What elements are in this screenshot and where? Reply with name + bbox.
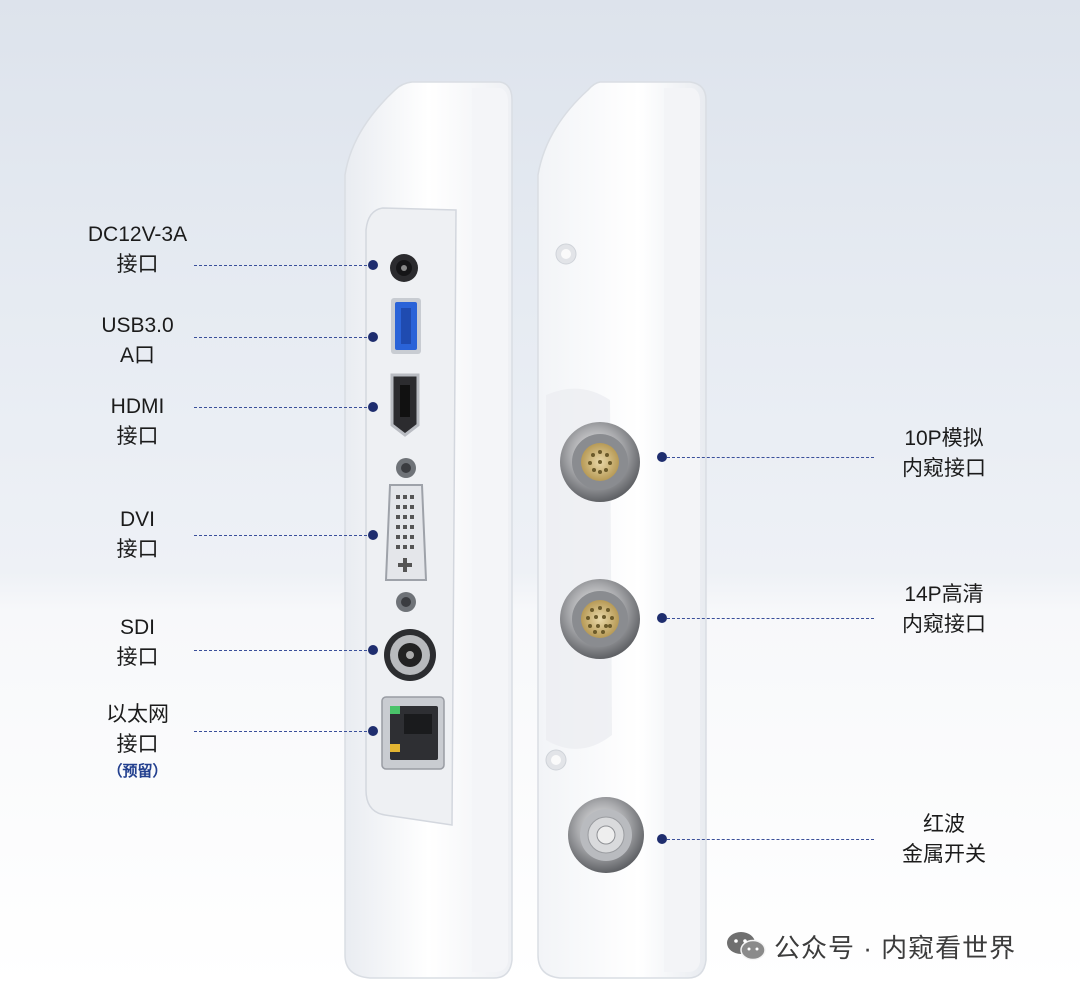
- label-hdmi-line2: 接口: [116, 425, 159, 448]
- label-10p: 10P模拟 内窥接口: [876, 424, 1012, 484]
- label-dc-line2: 接口: [116, 253, 159, 276]
- marker-dot-dvi: [368, 530, 378, 540]
- marker-dot-dc: [368, 260, 378, 270]
- label-hdmi-line1: HDMI: [110, 395, 165, 418]
- label-dvi-line2: 接口: [116, 538, 159, 561]
- label-switch-line2: 金属开关: [902, 843, 986, 866]
- watermark-text: 公众号 · 内窥看世界: [774, 932, 1017, 963]
- label-ethernet-note: （预留）: [107, 763, 168, 780]
- leader-line-dc: [194, 265, 372, 266]
- label-usb-line2: A口: [119, 344, 155, 367]
- marker-dot-switch: [657, 834, 667, 844]
- label-switch: 红波 金属开关: [876, 810, 1012, 870]
- watermark: 公众号 · 内窥看世界: [726, 926, 1066, 966]
- label-dc-line1: DC12V-3A: [87, 223, 188, 246]
- label-hdmi: HDMI 接口: [70, 392, 205, 452]
- label-ethernet: 以太网 接口 （预留）: [70, 700, 205, 784]
- marker-dot-usb: [368, 332, 378, 342]
- marker-dot-hdmi: [368, 402, 378, 412]
- leader-line-10p: [667, 457, 874, 458]
- label-14p-line2: 内窥接口: [902, 613, 986, 636]
- label-10p-line2: 内窥接口: [902, 457, 986, 480]
- leader-line-dvi: [194, 535, 372, 536]
- leader-line-hdmi: [194, 407, 372, 408]
- leader-line-switch: [667, 839, 874, 840]
- marker-dot-sdi: [368, 645, 378, 655]
- label-10p-line1: 10P模拟: [904, 427, 984, 450]
- leader-line-usb: [194, 337, 372, 338]
- label-dvi-line1: DVI: [119, 508, 155, 531]
- left-device-panel: [344, 81, 513, 979]
- label-dc: DC12V-3A 接口: [70, 220, 205, 280]
- label-sdi-line1: SDI: [119, 616, 155, 639]
- leader-line-14p: [667, 618, 874, 619]
- marker-dot-10p: [657, 452, 667, 462]
- right-device-panel: [537, 81, 707, 979]
- leader-line-sdi: [194, 650, 372, 651]
- marker-dot-ethernet: [368, 726, 378, 736]
- label-ethernet-line1: 以太网: [106, 703, 169, 726]
- wechat-icon: [727, 932, 766, 961]
- label-14p: 14P高清 内窥接口: [876, 580, 1012, 640]
- label-ethernet-line2: 接口: [116, 733, 159, 756]
- label-usb: USB3.0 A口: [70, 311, 205, 371]
- label-dvi: DVI 接口: [70, 505, 205, 565]
- label-sdi: SDI 接口: [70, 613, 205, 673]
- leader-line-ethernet: [194, 731, 372, 732]
- label-switch-line1: 红波: [923, 813, 965, 836]
- label-usb-line1: USB3.0: [101, 314, 174, 337]
- label-sdi-line2: 接口: [116, 646, 159, 669]
- marker-dot-14p: [657, 613, 667, 623]
- label-14p-line1: 14P高清: [904, 583, 984, 606]
